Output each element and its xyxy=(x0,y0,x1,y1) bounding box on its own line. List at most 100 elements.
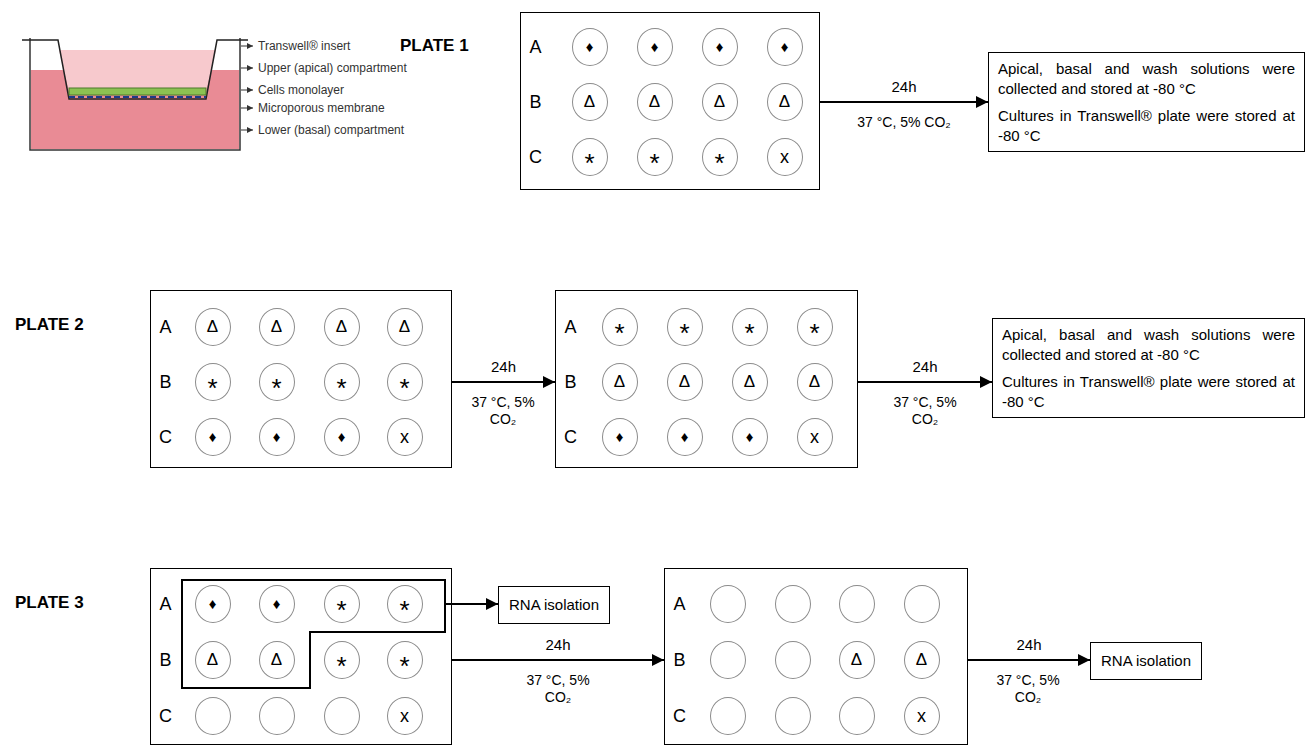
note-box: Apical, basal and wash solutions were co… xyxy=(988,52,1305,152)
treatment-symbol: ♦ xyxy=(209,596,217,611)
well-circle: x xyxy=(387,697,423,735)
treatment-symbol: * xyxy=(336,375,346,401)
plate-title: PLATE 1 xyxy=(400,36,469,56)
treatment-symbol: * xyxy=(649,150,659,176)
row-letter: C xyxy=(529,148,542,166)
treatment-symbol: Δ xyxy=(744,373,755,390)
condition-label: 37 °C, 5% CO₂ xyxy=(526,672,590,706)
well-circle: ♦ xyxy=(667,418,703,456)
treatment-symbol: * xyxy=(336,597,346,623)
treatment-symbol: * xyxy=(399,375,409,401)
outline-stub xyxy=(445,603,452,605)
well-circle: Δ xyxy=(767,83,803,121)
well-plate: ABC****ΔΔΔΔ♦♦♦x xyxy=(555,290,858,468)
row-letter: B xyxy=(673,651,685,669)
well-circle: Δ xyxy=(572,83,608,121)
well-plate: ABC♦♦♦♦ΔΔΔΔ***x xyxy=(520,12,820,190)
leader-arrow xyxy=(241,68,253,69)
well-circle: ♦ xyxy=(195,585,231,623)
well-circle: Δ xyxy=(324,308,360,346)
selection-outline xyxy=(182,580,445,688)
row-letter: A xyxy=(564,318,576,336)
well-circle: ♦ xyxy=(702,28,738,66)
well-circle: Δ xyxy=(195,641,231,679)
row-letter: C xyxy=(564,428,577,446)
treatment-symbol: Δ xyxy=(779,93,790,110)
leader-arrows xyxy=(241,46,253,130)
treatment-symbol: ♦ xyxy=(273,596,281,611)
treatment-symbol: * xyxy=(207,375,217,401)
well-circle: ♦ xyxy=(259,418,295,456)
well-circle: Δ xyxy=(195,308,231,346)
well-circle: Δ xyxy=(702,83,738,121)
leader-arrow xyxy=(241,46,253,47)
well-circle: Δ xyxy=(667,363,703,401)
row-letter: C xyxy=(673,707,686,725)
arrow-connector xyxy=(452,381,555,383)
treatment-symbol: Δ xyxy=(714,93,725,110)
row-letter: A xyxy=(673,595,685,613)
treatment-symbol: Δ xyxy=(614,373,625,390)
treatment-symbol: ♦ xyxy=(209,429,217,444)
treatment-symbol: x xyxy=(810,428,819,446)
plate-title: PLATE 3 xyxy=(15,593,84,613)
arrow-connector xyxy=(968,659,1090,661)
part-label: Transwell® insert xyxy=(258,39,350,53)
row-letter: A xyxy=(159,595,171,613)
box-text: Apical, basal and wash solutions were co… xyxy=(998,59,1295,98)
process-box: RNA isolation xyxy=(498,586,610,624)
empty-well xyxy=(775,641,811,679)
box-text: Cultures in Transwell® plate were stored… xyxy=(998,106,1295,145)
empty-well xyxy=(710,641,746,679)
condition-label: 37 °C, 5% CO₂ xyxy=(857,114,951,131)
treatment-symbol: ♦ xyxy=(586,39,594,54)
well-circle: * xyxy=(387,585,423,623)
treatment-symbol: Δ xyxy=(809,373,820,390)
leader-arrow xyxy=(241,108,253,109)
well-plate: ABCΔΔΔΔ****♦♦♦x xyxy=(150,290,452,468)
row-letter: A xyxy=(159,318,171,336)
leader-arrow xyxy=(241,130,253,131)
well-circle: ♦ xyxy=(572,28,608,66)
well-circle: * xyxy=(602,308,638,346)
well-circle: Δ xyxy=(797,363,833,401)
transwell-illustration xyxy=(22,38,248,150)
duration-label: 24h xyxy=(889,78,918,96)
membrane xyxy=(69,96,206,98)
treatment-symbol: Δ xyxy=(399,318,410,335)
well-circle: Δ xyxy=(387,308,423,346)
treatment-symbol: Δ xyxy=(271,651,282,668)
treatment-symbol: ♦ xyxy=(681,429,689,444)
row-letter: C xyxy=(159,707,172,725)
treatment-symbol: * xyxy=(336,653,346,679)
treatment-symbol: * xyxy=(744,320,754,346)
well-circle: x xyxy=(387,418,423,456)
box-text: Apical, basal and wash solutions were co… xyxy=(1002,325,1295,364)
well-circle: ♦ xyxy=(602,418,638,456)
condition-label: 37 °C, 5% CO₂ xyxy=(996,672,1060,706)
empty-well xyxy=(324,697,360,735)
well-circle: ♦ xyxy=(732,418,768,456)
well-circle: Δ xyxy=(637,83,673,121)
treatment-symbol: * xyxy=(399,597,409,623)
well-circle: ♦ xyxy=(637,28,673,66)
treatment-symbol: Δ xyxy=(584,93,595,110)
insert-wall xyxy=(22,40,248,99)
treatment-symbol: Δ xyxy=(916,651,927,668)
box-text: Cultures in Transwell® plate were stored… xyxy=(1002,372,1295,411)
empty-well xyxy=(710,697,746,735)
arrow-connector xyxy=(452,659,664,661)
well-circle: * xyxy=(702,138,738,176)
well-circle: ♦ xyxy=(195,418,231,456)
well-circle: * xyxy=(324,585,360,623)
treatment-symbol: Δ xyxy=(336,318,347,335)
well-circle: x xyxy=(767,138,803,176)
well-plate: ABCΔΔx xyxy=(664,568,968,745)
well-circle: * xyxy=(667,308,703,346)
treatment-symbol: Δ xyxy=(679,373,690,390)
well-circle: Δ xyxy=(259,641,295,679)
apical-medium xyxy=(59,50,216,92)
treatment-symbol: x xyxy=(917,707,926,725)
empty-well xyxy=(839,585,875,623)
